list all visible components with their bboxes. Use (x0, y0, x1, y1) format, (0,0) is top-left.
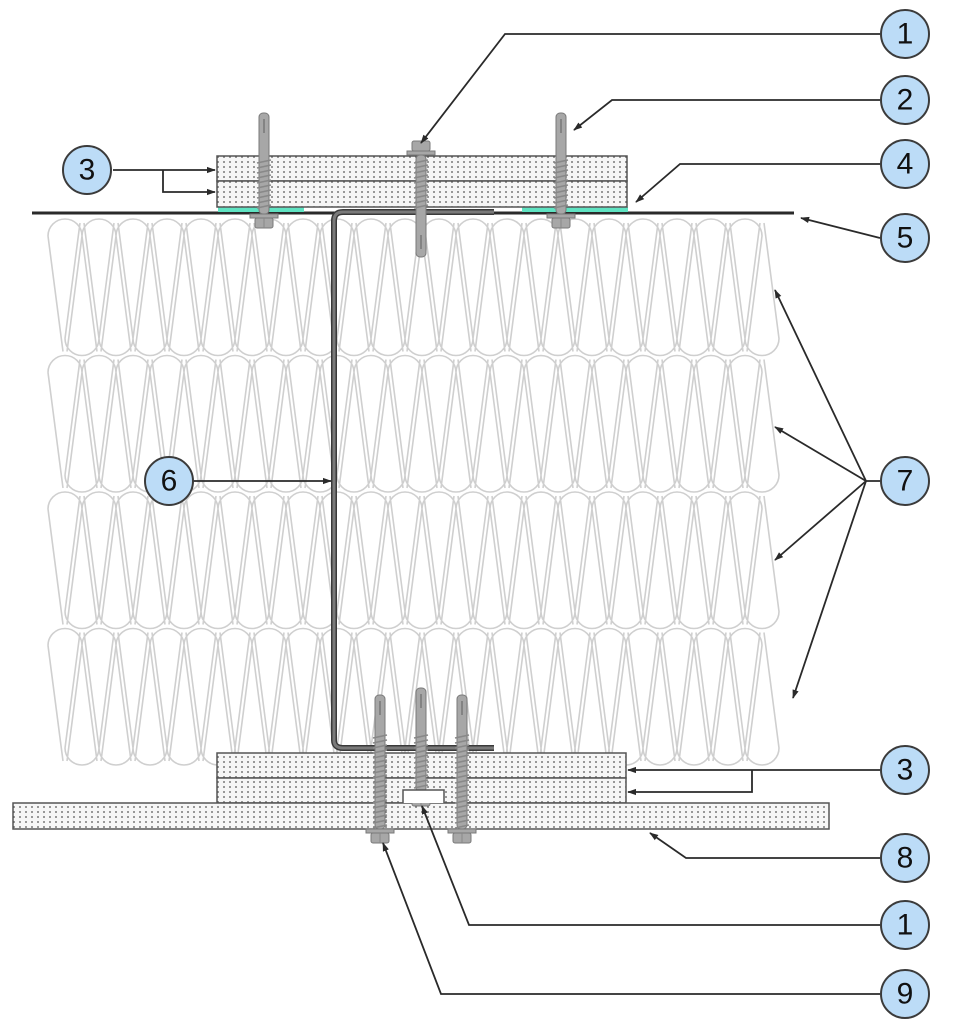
leader-3-bottom-b (627, 770, 753, 796)
svg-text:7: 7 (897, 465, 914, 498)
screw-top-center (406, 140, 436, 258)
insulation-layer (47, 491, 780, 630)
svg-text:9: 9 (897, 978, 914, 1011)
svg-text:3: 3 (79, 154, 96, 187)
callout-6: 6 (144, 456, 194, 506)
callout-1-bottom: 1 (880, 900, 930, 950)
insulation-layer (47, 627, 780, 766)
screw-bottom-right (447, 694, 477, 844)
svg-text:1: 1 (897, 18, 914, 51)
leader-1-bottom (421, 805, 880, 926)
leader-7-b (774, 426, 867, 482)
callout-5: 5 (880, 213, 930, 263)
callout-3-top: 3 (62, 145, 112, 195)
leader-7-d (792, 480, 867, 699)
leader-3-top-b (162, 170, 216, 196)
callout-4: 4 (880, 139, 930, 189)
screw-top-right (546, 112, 576, 229)
leader-8 (649, 832, 880, 859)
callout-9: 9 (880, 969, 930, 1019)
svg-text:8: 8 (897, 842, 914, 875)
callout-8: 8 (880, 833, 930, 883)
screw-top-left (249, 112, 279, 229)
insulation-fibers (47, 491, 780, 630)
leader-9 (382, 842, 880, 995)
svg-text:3: 3 (897, 754, 914, 787)
svg-text:4: 4 (897, 148, 914, 181)
svg-text:5: 5 (897, 222, 914, 255)
screws (249, 112, 576, 844)
svg-text:2: 2 (897, 84, 914, 117)
leader-5 (800, 216, 881, 239)
washer-pocket (402, 789, 445, 803)
insulation-fibers (47, 218, 780, 357)
screw-bottom-left (365, 694, 395, 844)
svg-text:6: 6 (161, 465, 178, 498)
insulation-fibers (47, 627, 780, 766)
leader-lines (113, 33, 881, 995)
callout-2: 2 (880, 75, 930, 125)
callout-3-bottom: 3 (880, 745, 930, 795)
sealant-tape-right (522, 207, 628, 212)
insulation-layer (47, 218, 780, 357)
base-board (12, 802, 830, 830)
callout-1-top: 1 (880, 9, 930, 59)
leader-7-a (774, 289, 880, 482)
leader-2 (573, 99, 880, 131)
leader-1-top (420, 33, 880, 144)
leader-4 (635, 163, 880, 203)
leader-7-c (774, 480, 867, 561)
callout-7: 7 (880, 456, 930, 506)
svg-text:1: 1 (897, 909, 914, 942)
